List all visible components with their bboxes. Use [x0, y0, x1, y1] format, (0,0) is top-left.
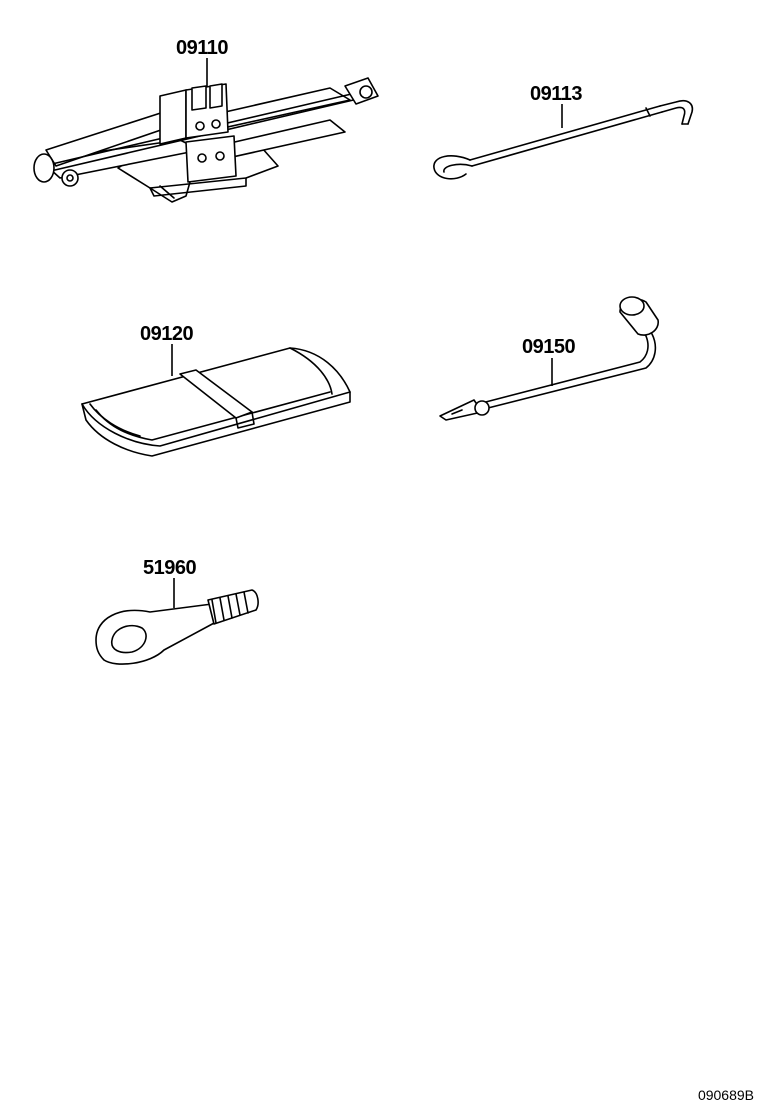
towing-eye-icon: [95, 589, 259, 665]
diagram-code: 090689B: [698, 1087, 754, 1103]
part-number-wheel-wrench: 09150: [522, 336, 575, 358]
part-jack[interactable]: 09110: [33, 37, 379, 203]
part-number-jack: 09110: [176, 37, 228, 59]
part-tool-bag[interactable]: 09120: [81, 323, 351, 457]
part-wheel-wrench[interactable]: 09150: [439, 296, 659, 421]
part-jack-handle[interactable]: 09113: [433, 83, 694, 180]
scissor-jack-icon: [33, 77, 379, 203]
part-number-jack-handle: 09113: [530, 83, 582, 105]
tool-bag-icon: [81, 347, 351, 457]
hook-rod-icon: [433, 99, 694, 180]
lug-wrench-icon: [439, 296, 659, 421]
part-number-towing-eye: 51960: [143, 557, 196, 579]
part-number-tool-bag: 09120: [140, 323, 193, 345]
part-towing-eye[interactable]: 51960: [95, 557, 259, 665]
